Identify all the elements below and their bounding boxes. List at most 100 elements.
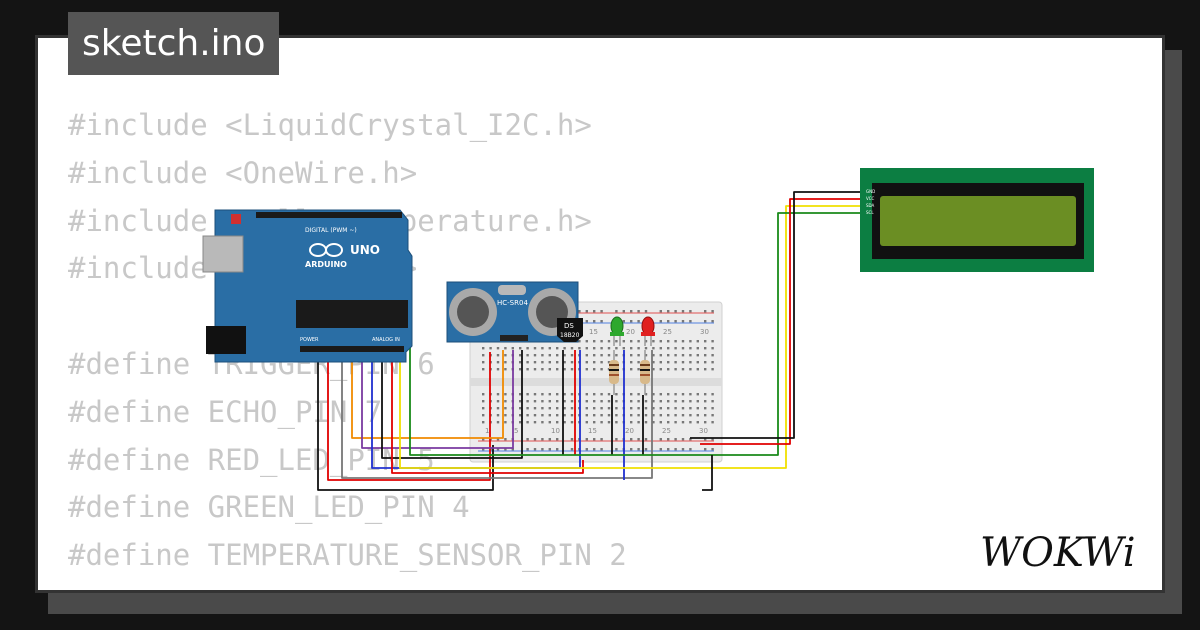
breadboard-hole [704, 347, 707, 350]
breadboard-hole [607, 340, 611, 343]
breadboard-hole [541, 414, 544, 417]
breadboard-hole [593, 347, 596, 350]
breadboard-hole [689, 347, 692, 350]
breadboard-hole [704, 340, 707, 343]
digital-header [256, 212, 402, 218]
code-line: #define TEMPERATURE_SENSOR_PIN 2 [68, 538, 627, 573]
breadboard-hole [667, 393, 670, 396]
breadboard-hole [667, 310, 670, 313]
breadboard-hole [674, 421, 677, 424]
breadboard-hole [593, 400, 596, 403]
breadboard-hole [482, 368, 485, 371]
breadboard-hole [570, 400, 574, 403]
wire-black[interactable] [702, 455, 713, 491]
breadboard-hole [644, 347, 648, 350]
wire-black[interactable] [690, 191, 860, 439]
breadboard-hole [674, 320, 677, 323]
breadboard-hole [644, 400, 648, 403]
arduino-uno[interactable]: DIGITAL (PWM ~) UNO ARDUINO POWER ANALOG… [202, 209, 413, 363]
breadboard-hole [674, 354, 677, 357]
breadboard-hole [496, 414, 500, 417]
breadboard-hole [563, 407, 566, 410]
breadboard-hole [482, 421, 485, 424]
breadboard-hole [689, 354, 692, 357]
breadboard-hole [630, 310, 633, 313]
breadboard-hole [548, 400, 551, 403]
red-led[interactable] [641, 316, 655, 346]
breadboard-hole [689, 320, 692, 323]
breadboard-hole [585, 414, 588, 417]
wire-green[interactable] [409, 212, 860, 456]
breadboard-hole [644, 414, 648, 417]
breadboard-hole [689, 361, 692, 364]
breadboard-hole [711, 361, 714, 364]
wire-red[interactable] [327, 352, 491, 481]
resistor[interactable] [640, 350, 650, 395]
breadboard-hole [659, 320, 662, 323]
breadboard-hole [519, 414, 522, 417]
wire-black[interactable] [317, 352, 494, 491]
breadboard-hole [585, 354, 588, 357]
reset-button[interactable] [231, 214, 241, 224]
breadboard-hole [622, 310, 625, 313]
breadboard-hole [556, 438, 559, 441]
breadboard-hole [570, 361, 574, 364]
breadboard-hole [622, 320, 625, 323]
breadboard-hole [496, 354, 500, 357]
lcd-pin-label: GND [866, 189, 875, 194]
breadboard-hole [533, 361, 537, 364]
file-tab[interactable]: sketch.ino [68, 12, 280, 75]
breadboard-hole [696, 407, 699, 410]
breadboard-hole [637, 361, 640, 364]
wire-yellow[interactable] [399, 205, 860, 469]
breadboard-hole [615, 340, 618, 343]
breadboard-hole [704, 354, 707, 357]
breadboard-hole [637, 393, 640, 396]
breadboard-hole [482, 414, 485, 417]
breadboard-hole [689, 310, 692, 313]
breadboard-hole [659, 448, 662, 451]
breadboard-hole [637, 347, 640, 350]
resistor[interactable] [609, 350, 619, 395]
breadboard-hole [659, 361, 662, 364]
breadboard-hole [548, 448, 551, 451]
breadboard-hole [533, 414, 537, 417]
breadboard-hole [704, 407, 707, 410]
breadboard-hole [563, 361, 566, 364]
breadboard-hole [674, 448, 677, 451]
breadboard-hole [704, 361, 707, 364]
breadboard-hole [711, 407, 714, 410]
breadboard-hole [630, 347, 633, 350]
green-led[interactable] [610, 316, 624, 346]
breadboard-hole [644, 340, 648, 343]
temperature-sensor[interactable]: DS 18B20 [557, 318, 583, 342]
breadboard-hole [607, 414, 611, 417]
breadboard-hole [600, 414, 603, 417]
breadboard-hole [541, 400, 544, 403]
breadboard-hole [652, 354, 655, 357]
breadboard-hole [482, 393, 485, 396]
breadboard-hole [615, 407, 618, 410]
breadboard-hole [689, 340, 692, 343]
model-label: UNO [350, 243, 380, 257]
breadboard-hole [630, 407, 633, 410]
breadboard-hole [496, 347, 500, 350]
breadboard-hole [593, 448, 596, 451]
breadboard-hole [615, 354, 618, 357]
breadboard-hole [689, 438, 692, 441]
breadboard-hole [689, 400, 692, 403]
breadboard-hole [630, 368, 633, 371]
breadboard-hole [681, 407, 685, 410]
breadboard-hole [667, 407, 670, 410]
breadboard-hole [548, 354, 551, 357]
breadboard-hole [526, 347, 529, 350]
breadboard-hole [681, 361, 685, 364]
breadboard-hole [563, 400, 566, 403]
breadboard-hole [533, 400, 537, 403]
breadboard-hole [681, 448, 685, 451]
breadboard-hole [674, 361, 677, 364]
lcd-display[interactable]: GND VCC SDA SCL [860, 168, 1094, 272]
breadboard-hole [667, 421, 670, 424]
wire-red[interactable] [700, 198, 860, 445]
